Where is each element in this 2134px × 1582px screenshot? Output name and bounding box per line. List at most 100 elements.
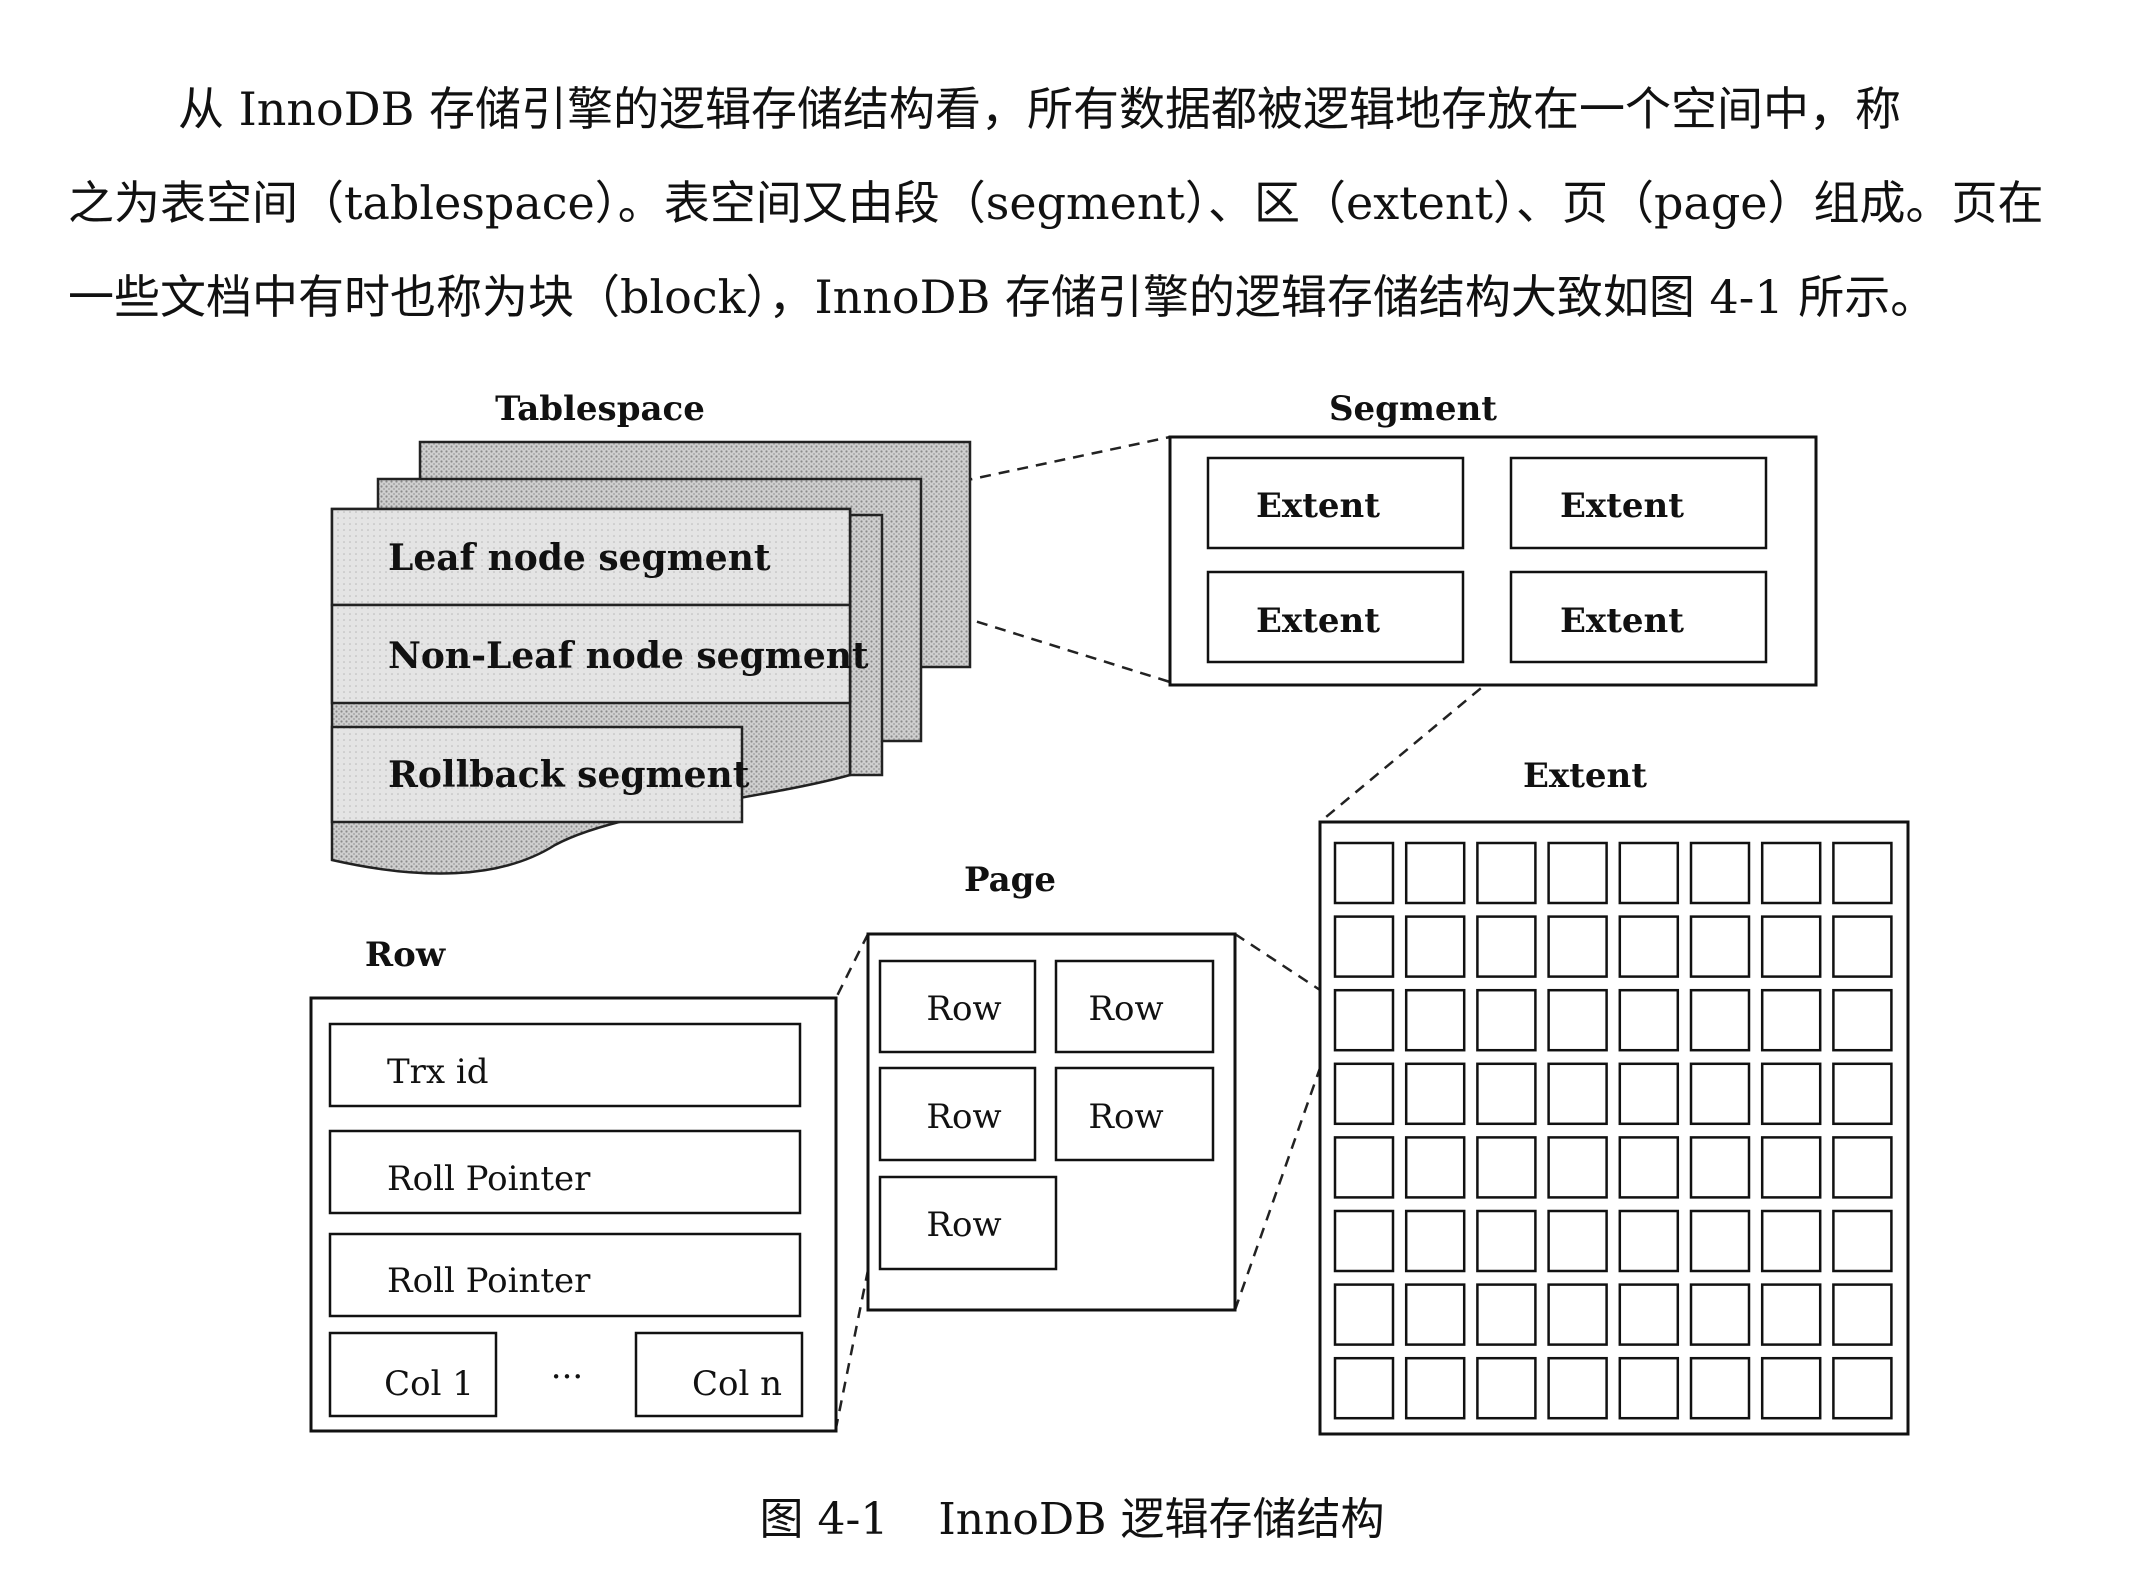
extent-page-cell [1832, 1356, 1893, 1420]
row-col-n-box [634, 1331, 804, 1418]
row-col-n-label: Col n [692, 1364, 782, 1404]
extent-page-cell [1760, 1356, 1822, 1420]
paragraph-line-1: 从 InnoDB 存储引擎的逻辑存储结构看，所有数据都被逻辑地存放在一个空间中，… [178, 82, 1902, 136]
segment-title: Segment [1329, 389, 1497, 429]
extent-page-cell [1476, 1283, 1537, 1346]
extent-page-cell [1404, 915, 1466, 978]
extent-page-cell [1476, 988, 1537, 1052]
extent-page-cell [1618, 1209, 1680, 1273]
segment-extent-label-1: Extent [1256, 486, 1380, 526]
extent-page-cell [1476, 1356, 1537, 1420]
extent-page-cell [1760, 1209, 1822, 1273]
extent-page-cell [1404, 1062, 1466, 1126]
extent-page-cell [1547, 1136, 1608, 1199]
row-field-trx-id: Trx id [387, 1052, 489, 1092]
non-leaf-node-segment-label: Non-Leaf node segment [388, 635, 869, 677]
page-row-box-1 [878, 959, 1037, 1054]
extent-page-cell [1760, 988, 1822, 1052]
extent-page-cell [1689, 1062, 1751, 1126]
row-field-roll-pointer-2: Roll Pointer [387, 1261, 591, 1301]
page-row-label-5: Row [926, 1205, 1001, 1245]
leaf-node-segment-label: Leaf node segment [388, 537, 771, 579]
extent-page-cell [1760, 1136, 1822, 1199]
extent-page-cell [1832, 988, 1893, 1052]
extent-page-cell [1832, 841, 1893, 905]
extent-page-cell [1760, 841, 1822, 905]
extent-page-cell [1689, 1356, 1751, 1420]
extent-page-cell [1689, 1136, 1751, 1199]
extent-page-cell [1547, 988, 1608, 1052]
page-row-box-5 [878, 1175, 1058, 1271]
page-row-box-4 [1054, 1066, 1215, 1162]
extent-page-cell [1333, 1356, 1395, 1420]
connector-tablespace-segment-top [849, 435, 1171, 507]
connector-extent-page-bottom [1233, 1067, 1322, 1311]
extent-page-cell [1404, 841, 1466, 905]
extent-page-cell [1689, 988, 1751, 1052]
extent-page-cell [1689, 915, 1751, 978]
paragraph-line-2: 之为表空间（tablespace）。表空间又由段（segment）、区（exte… [68, 176, 2044, 230]
extent-page-cell [1404, 988, 1466, 1052]
extent-page-cell [1547, 1062, 1608, 1126]
extent-page-cell [1547, 1209, 1608, 1273]
connector-segment-extent-a [1319, 663, 1511, 823]
rollback-segment-box [330, 725, 744, 824]
extent-page-cell [1618, 988, 1680, 1052]
segment-extent-box-2 [1509, 456, 1768, 550]
segment-extent-box-1 [1206, 456, 1465, 550]
tablespace-group: Tablespace Leaf node segment Non-Leaf no… [330, 389, 972, 875]
extent-page-cell [1760, 1062, 1822, 1126]
extent-page-cell [1618, 1136, 1680, 1199]
paragraph-line-3: 一些文档中有时也称为块（block），InnoDB 存储引擎的逻辑存储结构大致如… [68, 270, 1937, 322]
extent-page-cell [1832, 915, 1893, 978]
segment-extent-box-4 [1509, 570, 1768, 664]
row-col-1-label: Col 1 [384, 1364, 474, 1404]
row-group: Row Trx id Roll Pointer Roll Pointer Col… [309, 935, 838, 1433]
segment-extent-label-3: Extent [1256, 601, 1380, 641]
extent-page-cell [1760, 915, 1822, 978]
extent-page-cell [1689, 841, 1751, 905]
extent-page-cell [1832, 1062, 1893, 1126]
extent-group: Extent [1318, 756, 1910, 1436]
extent-page-cell [1476, 1062, 1537, 1126]
extent-page-cell [1760, 1283, 1822, 1346]
extent-page-cell [1618, 915, 1680, 978]
non-leaf-node-segment-box [330, 603, 852, 705]
connector-page-row-top [834, 933, 870, 999]
extent-page-cell [1832, 1283, 1893, 1346]
extent-page-cell [1547, 841, 1608, 905]
extent-page-cell [1333, 988, 1395, 1052]
figure-caption-label: 图 4-1 [759, 1494, 889, 1545]
segment-extent-box-3 [1206, 570, 1465, 664]
extent-page-cell [1832, 1136, 1893, 1199]
row-col-ellipsis: ··· [551, 1357, 583, 1397]
rollback-segment-label: Rollback segment [388, 754, 750, 796]
connector-extent-page-top [1234, 932, 1321, 992]
extent-page-cell [1333, 915, 1395, 978]
page-title: Page [964, 860, 1056, 900]
row-title: Row [365, 935, 446, 975]
extent-page-cell [1476, 1136, 1537, 1199]
extent-page-cell [1476, 841, 1537, 905]
extent-page-cell [1618, 1062, 1680, 1126]
page-row-box-2 [1054, 959, 1215, 1054]
tablespace-inner-sheet [848, 513, 884, 777]
extent-page-grid [1333, 841, 1893, 1420]
extent-page-cell [1476, 915, 1537, 978]
page-row-label-1: Row [926, 989, 1001, 1029]
extent-page-cell [1476, 1209, 1537, 1273]
tablespace-title: Tablespace [495, 389, 705, 429]
extent-page-cell [1689, 1209, 1751, 1273]
extent-page-cell [1333, 1136, 1395, 1199]
extent-title: Extent [1523, 756, 1647, 796]
extent-page-cell [1832, 1209, 1893, 1273]
extent-page-cell [1333, 841, 1395, 905]
leaf-node-segment-box [330, 507, 852, 607]
segment-extent-label-4: Extent [1560, 601, 1684, 641]
intro-paragraph: 从 InnoDB 存储引擎的逻辑存储结构看，所有数据都被逻辑地存放在一个空间中，… [68, 62, 2134, 322]
segment-group: Segment Extent Extent Extent Extent [1168, 389, 1818, 687]
row-field-box-roll-pointer-2 [328, 1232, 802, 1318]
extent-page-cell [1404, 1283, 1466, 1346]
connector-lines [834, 435, 1511, 1429]
